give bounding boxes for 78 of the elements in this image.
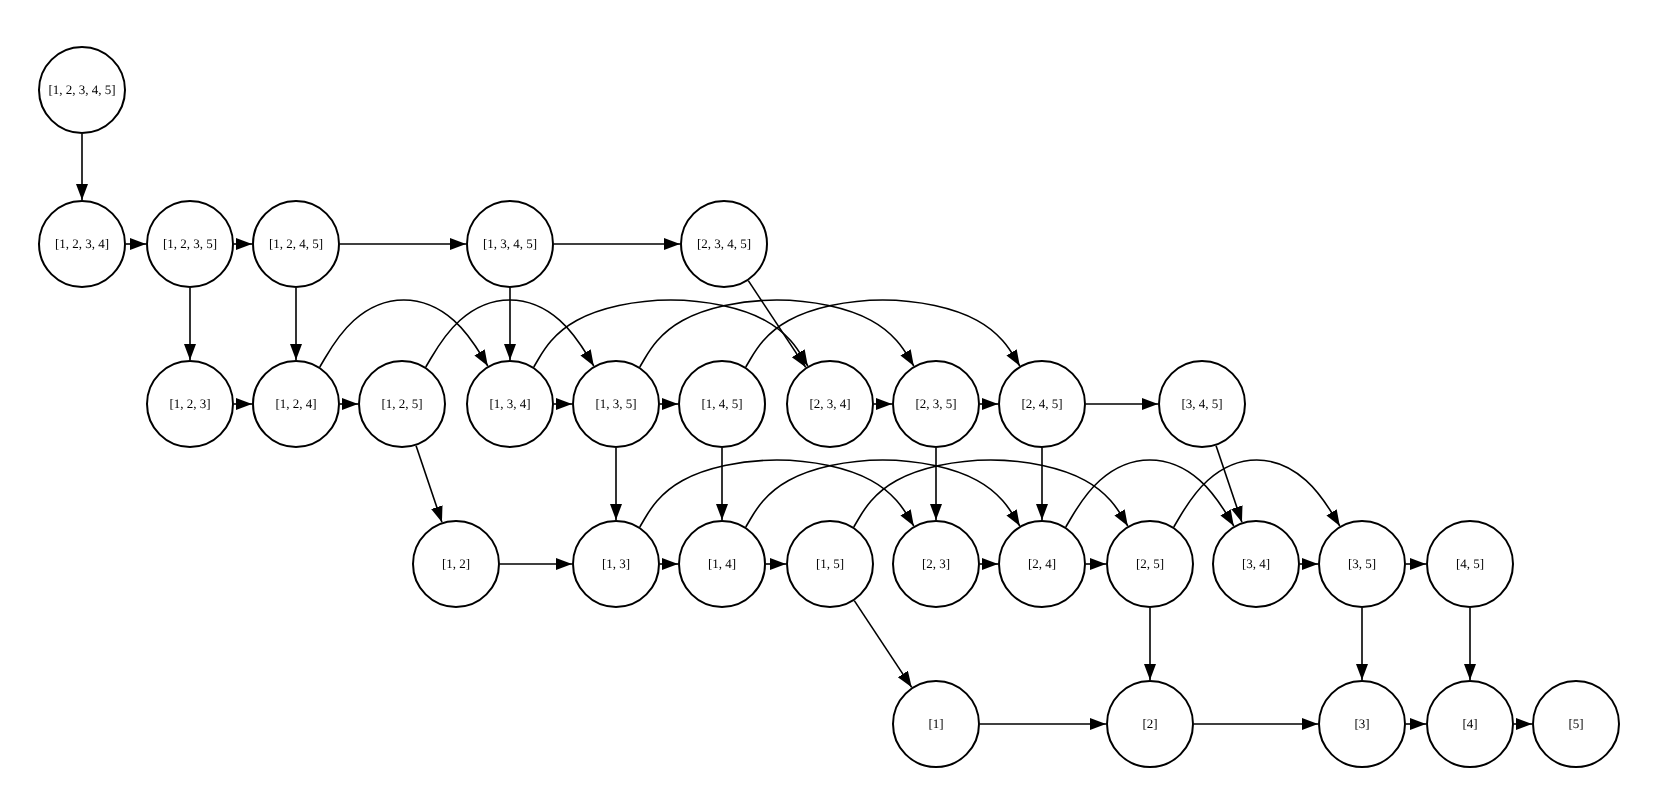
set-circle <box>146 200 234 288</box>
arrow <box>852 459 1129 528</box>
arrow <box>1144 607 1156 681</box>
set-circle <box>786 360 874 448</box>
set-circle <box>572 360 660 448</box>
arrow <box>979 398 999 410</box>
arrow <box>1464 607 1476 681</box>
set-circle <box>1318 520 1406 608</box>
arrow <box>1356 607 1368 681</box>
arrow <box>1085 558 1107 570</box>
set-circle <box>1426 680 1514 768</box>
set-circle <box>786 520 874 608</box>
arrow <box>744 459 1021 528</box>
arrow <box>659 398 679 410</box>
arrow <box>1405 558 1427 570</box>
set-circle <box>466 360 554 448</box>
set-circle <box>678 520 766 608</box>
set-circle <box>892 360 980 448</box>
set-circle <box>252 200 340 288</box>
arrow <box>1064 459 1235 528</box>
set-circle <box>998 360 1086 448</box>
arrow <box>233 398 253 410</box>
arrow <box>765 558 787 570</box>
set-circle <box>678 360 766 448</box>
arrow <box>339 398 359 410</box>
arrow <box>1405 718 1427 730</box>
arrow <box>504 287 516 361</box>
set-circle <box>1212 520 1300 608</box>
arrow <box>339 238 467 250</box>
set-circle <box>1158 360 1246 448</box>
set-circle <box>1106 680 1194 768</box>
set-circle <box>1318 680 1406 768</box>
set-circle <box>1532 680 1620 768</box>
arrow <box>979 718 1107 730</box>
set-circle <box>998 520 1086 608</box>
set-circle <box>38 46 126 134</box>
arrow <box>290 287 302 361</box>
arrow <box>979 558 999 570</box>
set-circle <box>572 520 660 608</box>
arrow <box>415 444 443 524</box>
set-circle <box>412 520 500 608</box>
set-circle <box>892 680 980 768</box>
arrow <box>233 238 253 250</box>
arrow <box>532 299 809 368</box>
arrow <box>499 558 573 570</box>
arrow <box>1085 398 1159 410</box>
arrow <box>1172 459 1341 528</box>
arrow <box>318 299 489 368</box>
arrow <box>638 299 915 368</box>
set-circle <box>1106 520 1194 608</box>
arrow <box>1299 558 1319 570</box>
arrow <box>853 599 913 689</box>
arrow <box>76 133 88 201</box>
arrow <box>553 398 573 410</box>
arrow <box>638 459 915 528</box>
set-circle <box>146 360 234 448</box>
arrow <box>930 447 942 521</box>
arrow <box>1193 718 1319 730</box>
arrow <box>1036 447 1048 521</box>
arrow <box>553 238 681 250</box>
arrow <box>744 299 1021 368</box>
set-circle <box>892 520 980 608</box>
arrow <box>610 447 622 521</box>
arrow <box>659 558 679 570</box>
arrow <box>747 279 807 369</box>
arrow <box>1513 718 1533 730</box>
arrow <box>716 447 728 521</box>
arrow <box>125 238 147 250</box>
set-circle <box>358 360 446 448</box>
set-circle <box>252 360 340 448</box>
set-circle <box>1426 520 1514 608</box>
arrow <box>873 398 893 410</box>
set-circle <box>466 200 554 288</box>
arrow <box>1215 444 1243 524</box>
set-circle <box>38 200 126 288</box>
set-circle <box>680 200 768 288</box>
arrow <box>424 299 595 368</box>
arrow <box>184 287 196 361</box>
